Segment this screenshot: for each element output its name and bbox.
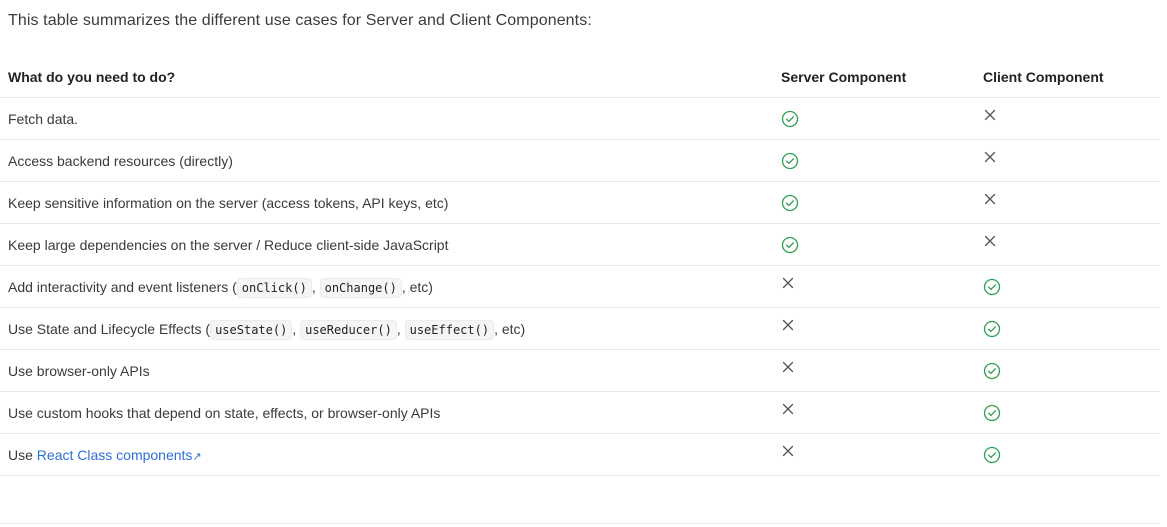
- row-text: Add interactivity and event listeners (o…: [0, 265, 773, 308]
- table-row: Keep sensitive information on the server…: [0, 181, 1160, 224]
- client-cell: [975, 349, 1160, 392]
- table-header-row: What do you need to do? Server Component…: [0, 56, 1160, 98]
- row-suffix: , etc): [494, 320, 526, 337]
- client-cell: [975, 139, 1160, 182]
- check-icon: [983, 362, 1001, 383]
- client-cell: [975, 433, 1160, 476]
- external-link-icon: ↗: [192, 450, 202, 463]
- separator: ,: [311, 278, 316, 295]
- server-cell: [773, 391, 975, 434]
- table-row: Access backend resources (directly): [0, 139, 1160, 182]
- bottom-divider: [0, 523, 1160, 524]
- row-text: Keep large dependencies on the server / …: [0, 223, 773, 266]
- table-row: Use browser-only APIs: [0, 349, 1160, 392]
- client-cell: [975, 391, 1160, 434]
- table-row: Keep large dependencies on the server / …: [0, 223, 1160, 266]
- server-cell: [773, 349, 975, 392]
- x-icon: [983, 192, 997, 209]
- row-text: Keep sensitive information on the server…: [0, 181, 773, 224]
- check-icon: [983, 320, 1001, 341]
- table-row: Add interactivity and event listeners (o…: [0, 265, 1160, 308]
- link-label: React Class components: [36, 446, 193, 463]
- row-text: Use React Class components↗: [0, 433, 773, 476]
- row-text: Use browser-only APIs: [0, 349, 773, 392]
- client-cell: [975, 265, 1160, 308]
- server-cell: [773, 223, 975, 266]
- x-icon: [781, 276, 795, 293]
- code-useeffect: useEffect(): [404, 319, 495, 340]
- x-icon: [781, 444, 795, 461]
- x-icon: [781, 360, 795, 377]
- use-cases-table: What do you need to do? Server Component…: [0, 56, 1160, 476]
- client-cell: [975, 223, 1160, 266]
- row-text: Use custom hooks that depend on state, e…: [0, 391, 773, 434]
- separator: ,: [292, 320, 297, 337]
- check-icon: [781, 236, 799, 257]
- row-prefix: Use: [8, 446, 33, 463]
- separator: ,: [396, 320, 401, 337]
- client-cell: [975, 97, 1160, 140]
- table-row: Use custom hooks that depend on state, e…: [0, 391, 1160, 434]
- x-icon: [983, 150, 997, 167]
- check-icon: [781, 152, 799, 173]
- x-icon: [983, 108, 997, 125]
- check-icon: [781, 194, 799, 215]
- server-cell: [773, 181, 975, 224]
- react-class-components-link[interactable]: React Class components↗: [37, 447, 202, 463]
- table-row: Use React Class components↗: [0, 433, 1160, 476]
- row-prefix: Add interactivity and event listeners (: [8, 278, 237, 295]
- check-icon: [983, 278, 1001, 299]
- row-suffix: , etc): [401, 278, 433, 295]
- check-icon: [983, 404, 1001, 425]
- x-icon: [781, 318, 795, 335]
- code-usestate: useState(): [210, 319, 293, 340]
- client-cell: [975, 307, 1160, 350]
- server-cell: [773, 433, 975, 476]
- server-cell: [773, 265, 975, 308]
- client-cell: [975, 181, 1160, 224]
- table-row: Fetch data.: [0, 97, 1160, 140]
- table-row: Use State and Lifecycle Effects (useStat…: [0, 307, 1160, 350]
- code-onclick: onClick(): [236, 277, 312, 298]
- intro-text: This table summarizes the different use …: [8, 12, 592, 29]
- row-prefix: Use State and Lifecycle Effects (: [8, 320, 211, 337]
- header-server: Server Component: [773, 56, 975, 98]
- row-text: Fetch data.: [0, 97, 773, 140]
- server-cell: [773, 307, 975, 350]
- row-text: Use State and Lifecycle Effects (useStat…: [0, 307, 773, 350]
- server-cell: [773, 97, 975, 140]
- header-client: Client Component: [975, 56, 1160, 98]
- x-icon: [983, 234, 997, 251]
- header-task: What do you need to do?: [0, 56, 773, 98]
- code-onchange: onChange(): [319, 277, 402, 298]
- row-text: Access backend resources (directly): [0, 139, 773, 182]
- check-icon: [781, 110, 799, 131]
- x-icon: [781, 402, 795, 419]
- check-icon: [983, 446, 1001, 467]
- code-usereducer: useReducer(): [300, 319, 397, 340]
- server-cell: [773, 139, 975, 182]
